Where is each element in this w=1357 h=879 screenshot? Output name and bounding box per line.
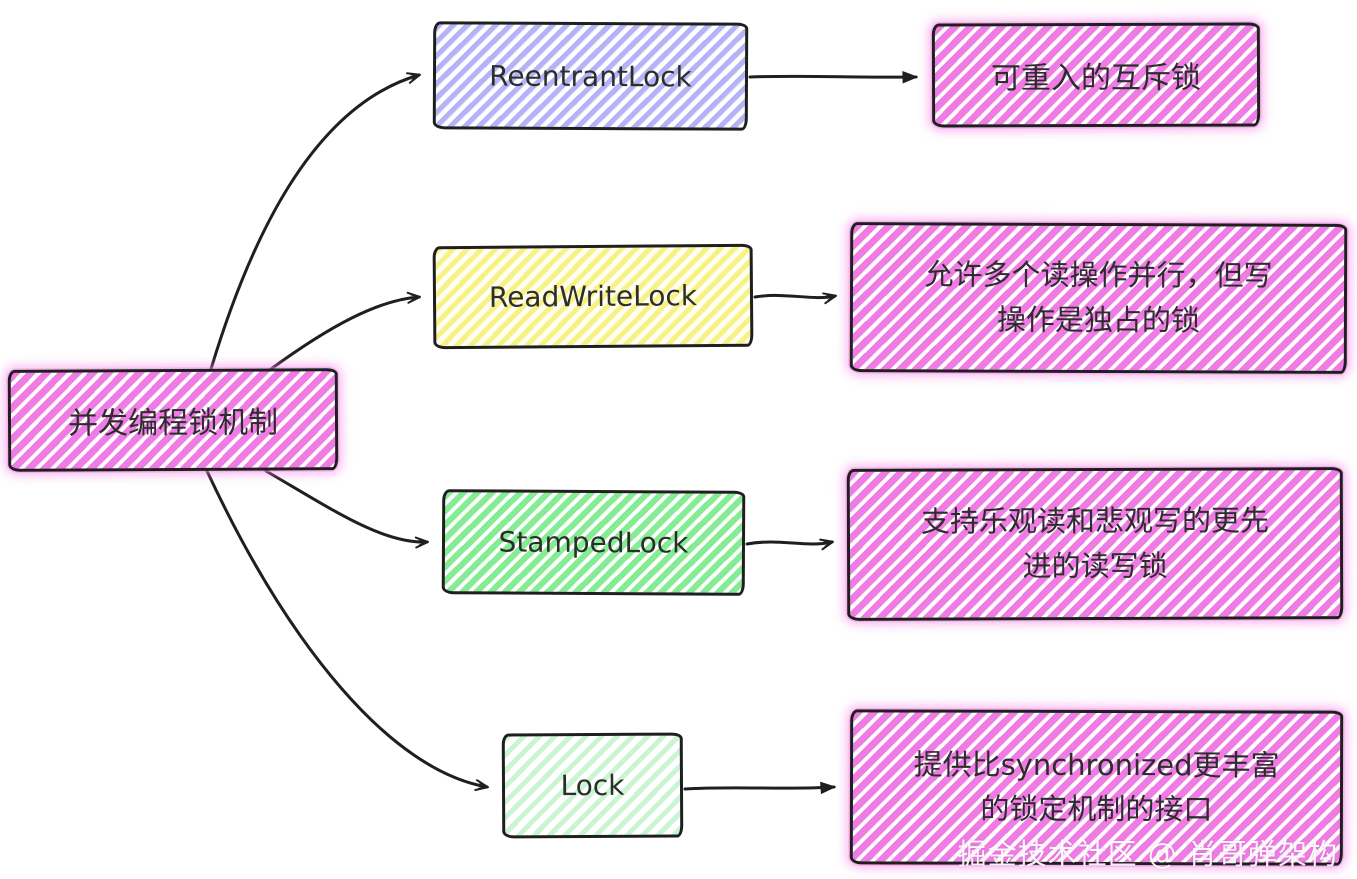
node-reentrantlock-description: 可重入的互斥锁 bbox=[931, 22, 1261, 128]
node-reentrantlock: ReentrantLock bbox=[432, 21, 749, 131]
description-text: 支持乐观读和悲观写的更先进的读写锁 bbox=[920, 503, 1269, 584]
watermark: 掘金技术社区 @ 肖哥弹架构 bbox=[957, 837, 1338, 871]
edge-stampedlock-to-desc bbox=[745, 538, 834, 551]
edge-reentrantlock-to-desc bbox=[748, 71, 919, 84]
node-stampedlock-description: 支持乐观读和悲观写的更先进的读写锁 bbox=[846, 467, 1344, 621]
edge-root-to-stampedlock bbox=[264, 469, 429, 549]
node-stampedlock: StampedLock bbox=[441, 489, 746, 596]
node-lock: Lock bbox=[501, 732, 684, 839]
node-readwritelock-label: ReadWriteLock bbox=[488, 279, 698, 314]
edge-root-to-lock bbox=[205, 469, 489, 792]
edge-root-to-readwritelock bbox=[269, 291, 421, 371]
node-root: 并发编程锁机制 bbox=[7, 368, 339, 472]
edge-root-to-reentrantlock bbox=[209, 72, 421, 371]
node-root-label: 并发编程锁机制 bbox=[67, 405, 279, 442]
edge-readwritelock-to-desc bbox=[753, 292, 837, 305]
description-text: 允许多个读操作并行，但写操作是独占的锁 bbox=[924, 257, 1273, 338]
description-text: 提供比synchronized更丰富的锁定机制的接口 bbox=[913, 747, 1280, 826]
node-lock-label: Lock bbox=[560, 768, 625, 803]
description-text: 可重入的互斥锁 bbox=[990, 60, 1202, 97]
node-reentrantlock-label: ReentrantLock bbox=[489, 59, 692, 93]
edge-lock-to-desc bbox=[683, 781, 837, 795]
node-stampedlock-label: StampedLock bbox=[498, 525, 689, 560]
node-readwritelock-description: 允许多个读操作并行，但写操作是独占的锁 bbox=[849, 222, 1348, 374]
node-readwritelock: ReadWriteLock bbox=[432, 243, 754, 350]
